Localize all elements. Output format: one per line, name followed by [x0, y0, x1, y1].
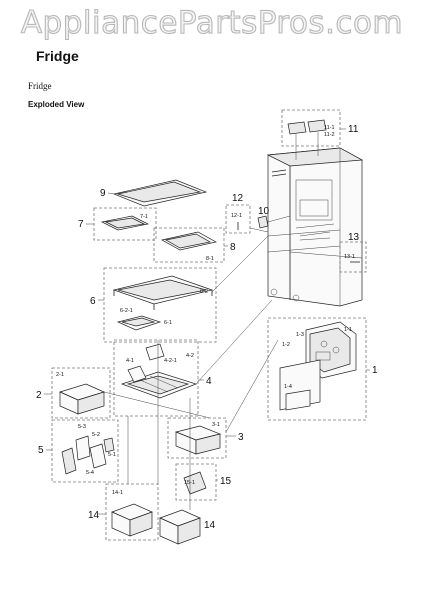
- callout-12: 12: [232, 193, 244, 204]
- view-label: Exploded View: [28, 100, 85, 109]
- callout-4: 4: [206, 376, 212, 387]
- part-2-group: 2 2-1: [36, 367, 211, 419]
- part-8-group: 8 8-1: [153, 227, 236, 263]
- callout-5: 5: [38, 445, 44, 456]
- callout-15: 15: [220, 476, 232, 487]
- callout-5-4: 5-4: [86, 470, 94, 476]
- callout-6-2-1: 6-2-1: [120, 308, 133, 314]
- callout-1-1: 1-1: [344, 327, 352, 333]
- part-12-group: 12 12-1: [225, 193, 269, 234]
- callout-11-1: 11-1: [324, 125, 335, 131]
- callout-9: 9: [100, 188, 106, 199]
- callout-12-1: 12-1: [231, 213, 242, 219]
- callout-1-3: 1-3: [296, 332, 304, 338]
- callout-7-1: 7-1: [140, 214, 148, 220]
- callout-7: 7: [78, 219, 84, 230]
- part-7-group: 7 7-1: [78, 207, 157, 241]
- callout-4-2: 4-2: [186, 353, 194, 359]
- callout-8: 8: [230, 242, 236, 253]
- callout-5-2: 5-2: [92, 432, 100, 438]
- callout-3-1: 3-1: [212, 422, 220, 428]
- callout-5-3: 5-3: [78, 424, 86, 430]
- callout-10: 10: [258, 206, 270, 217]
- callout-13: 13: [348, 232, 360, 243]
- part-10-group: 10: [257, 206, 291, 229]
- callout-1-2: 1-2: [282, 342, 290, 348]
- callout-1-4: 1-4: [284, 384, 292, 390]
- part-13-group: 13 13-1: [339, 232, 367, 273]
- callout-5-1: 5-1: [108, 452, 116, 458]
- part-14-group: 14 14-1 14: [88, 483, 216, 545]
- callout-6: 6: [90, 296, 96, 307]
- callout-4-1: 4-1: [126, 358, 134, 364]
- part-11-group: 11-1 11-2 11: [281, 109, 359, 160]
- callout-14-second: 14: [204, 520, 216, 531]
- site-watermark: AppliancePartsPros.com: [20, 4, 404, 41]
- callout-1: 1: [372, 365, 378, 376]
- callout-2: 2: [36, 390, 42, 401]
- callout-11: 11: [348, 124, 359, 135]
- callout-2-1: 2-1: [56, 372, 64, 378]
- refrigerator-cabinet: [266, 147, 364, 307]
- page-title: Fridge: [36, 48, 79, 64]
- callout-14: 14: [88, 510, 100, 521]
- part-1-group: 1 1-1 1-2 1-3 1-4: [267, 317, 378, 421]
- callout-3: 3: [238, 432, 244, 443]
- part-5-group: 5 5-3 5-2 5-1 5-4: [38, 419, 119, 483]
- callout-6-2: 6-2: [200, 289, 208, 295]
- callout-8-1: 8-1: [206, 256, 214, 262]
- callout-4-2-1: 4-2-1: [164, 358, 177, 364]
- part-15-group: 15 15-1: [175, 463, 232, 501]
- callout-15-1: 15-1: [184, 480, 195, 486]
- page-subtitle: Fridge: [28, 81, 52, 91]
- callout-14-1: 14-1: [112, 490, 123, 496]
- part-6-group: 6 6-2 6-2-1 6-1: [90, 235, 269, 343]
- callout-13-1: 13-1: [344, 254, 355, 260]
- callout-6-1: 6-1: [164, 320, 172, 326]
- callout-11-2: 11-2: [324, 132, 335, 138]
- part-9-group: 9: [100, 179, 208, 207]
- part-3-group: 3 3-1: [167, 339, 279, 459]
